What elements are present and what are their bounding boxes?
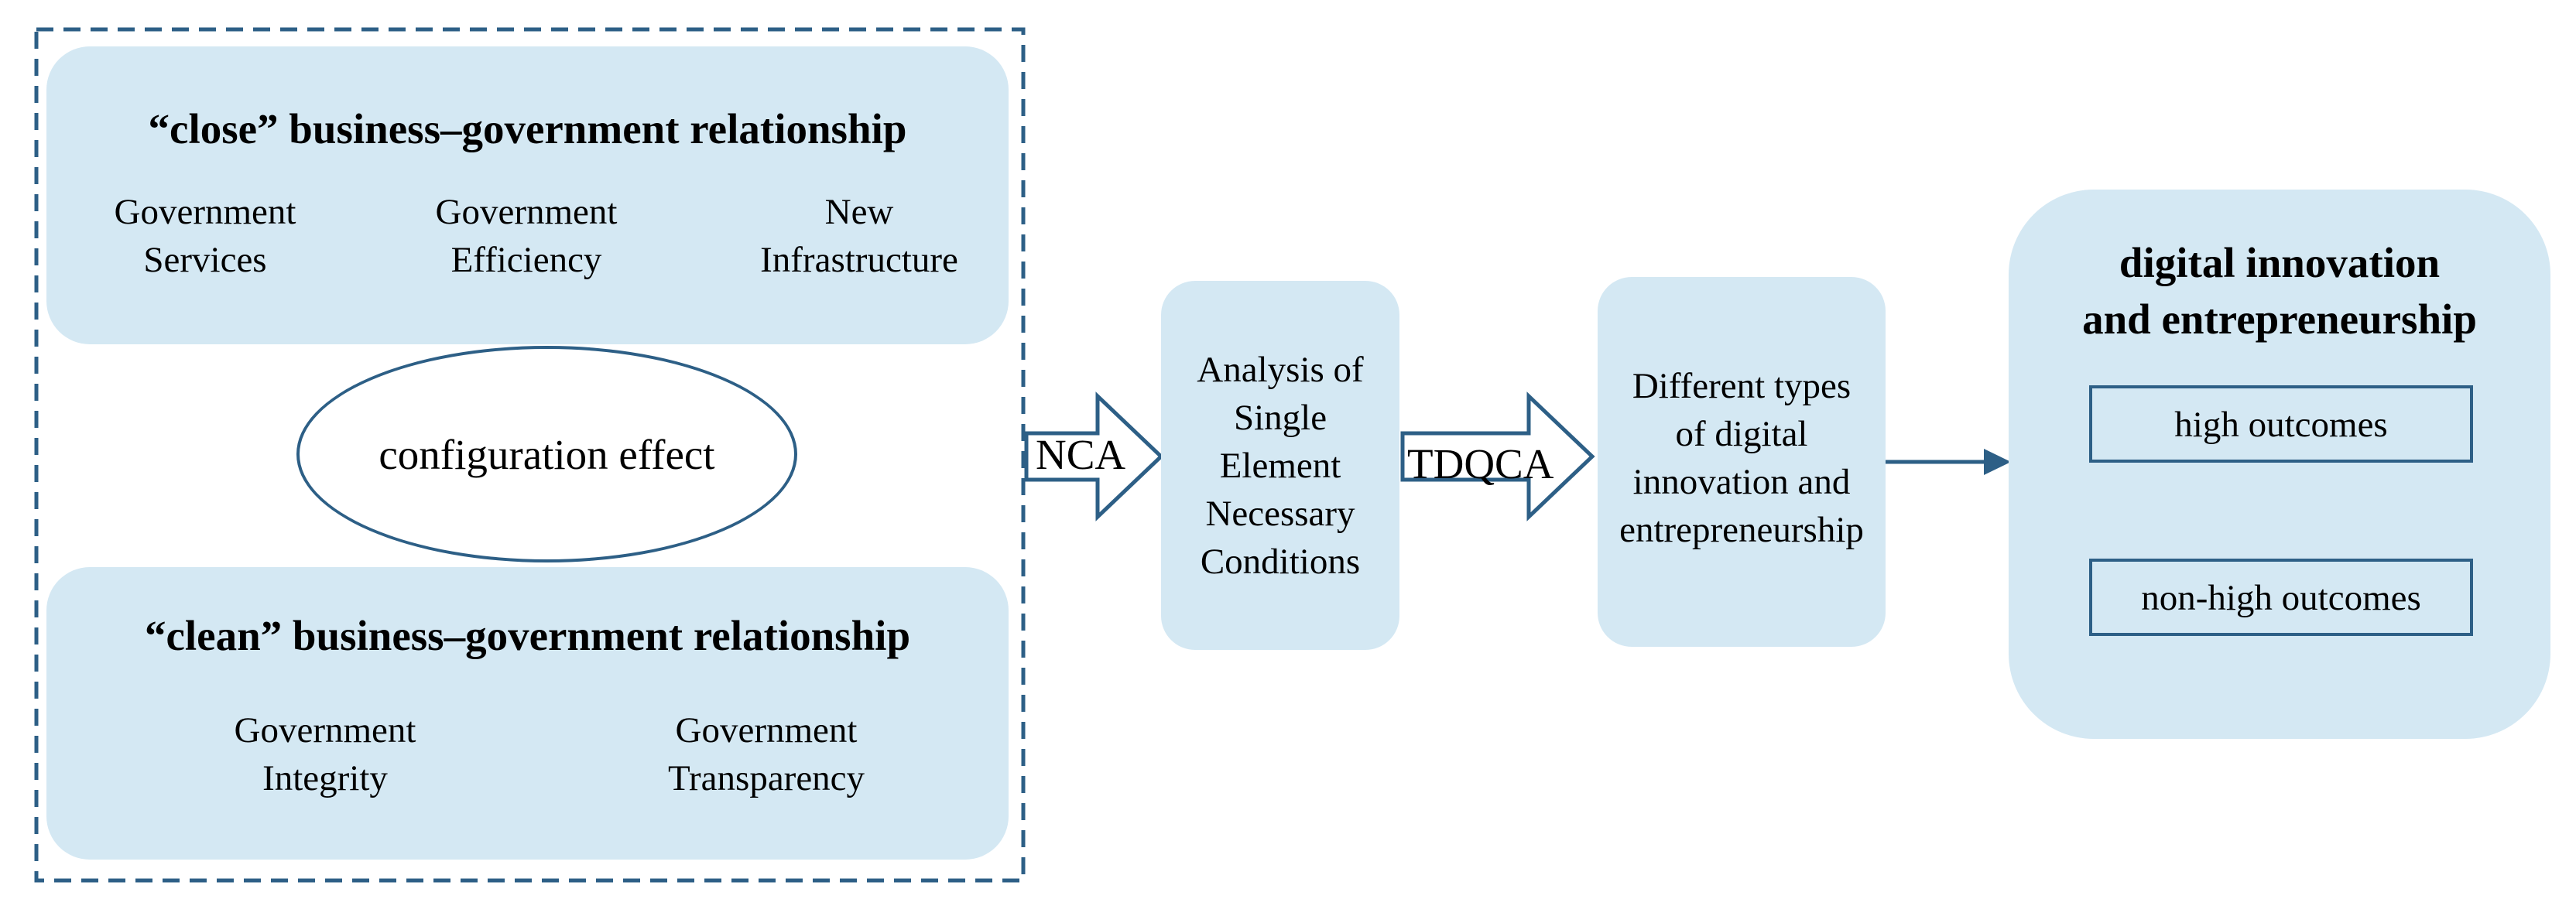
clean-relationship-box: “clean” business–government relationship…	[46, 567, 1009, 860]
close-relationship-title: “close” business–government relationship	[148, 105, 907, 152]
high-outcomes-label: high outcomes	[2174, 405, 2388, 445]
non-high-outcomes-label: non-high outcomes	[2141, 578, 2421, 618]
nca-label: NCA	[1036, 431, 1126, 478]
factor-line: Government	[675, 710, 858, 750]
factor-line: Infrastructure	[760, 240, 958, 280]
clean-relationship-title: “clean” business–government relationship	[144, 612, 911, 659]
nca-line: Single	[1233, 398, 1327, 438]
tdqca-arrow	[1400, 391, 1595, 521]
nca-line: Necessary	[1205, 494, 1355, 534]
types-text: Different types of digital innovation an…	[1598, 362, 1886, 554]
types-line: Different types	[1632, 366, 1852, 406]
high-outcomes-box: high outcomes	[2089, 385, 2473, 463]
types-line: entrepreneurship	[1619, 510, 1864, 550]
factor-line: Integrity	[262, 758, 388, 798]
factor-line: Efficiency	[450, 240, 602, 280]
factor-new-infrastructure: New Infrastructure	[728, 188, 991, 284]
configuration-effect-label: configuration effect	[379, 431, 715, 478]
outcome-title-line-1: digital innovation	[2119, 239, 2441, 286]
factor-line: Government	[234, 710, 416, 750]
factor-government-efficiency: Government Efficiency	[418, 188, 635, 284]
types-line: innovation and	[1632, 462, 1851, 502]
configuration-effect-ellipse: configuration effect	[296, 346, 797, 562]
factor-line: Services	[143, 240, 267, 280]
dashed-group-frame	[34, 27, 1026, 883]
nca-analysis-text: Analysis of Single Element Necessary Con…	[1161, 346, 1399, 586]
types-box: Different types of digital innovation an…	[1598, 277, 1886, 647]
factor-government-services: Government Services	[97, 188, 313, 284]
outcome-box: digital innovation and entrepreneurship …	[2009, 190, 2550, 739]
factor-line: Government	[435, 192, 618, 232]
outcome-title-line-2: and entrepreneurship	[2082, 296, 2477, 343]
nca-line: Conditions	[1200, 542, 1361, 582]
factor-line: New	[824, 192, 894, 232]
factor-government-integrity: Government Integrity	[209, 706, 441, 802]
types-line: of digital	[1675, 414, 1808, 454]
close-relationship-box: “close” business–government relationship…	[46, 46, 1009, 344]
factor-line: Transparency	[667, 758, 865, 798]
nca-arrow	[1024, 391, 1164, 521]
nca-line: Element	[1219, 446, 1341, 486]
non-high-outcomes-box: non-high outcomes	[2089, 559, 2473, 636]
tdqca-label: TDQCA	[1407, 440, 1554, 487]
factor-line: Government	[114, 192, 296, 232]
factor-government-transparency: Government Transparency	[642, 706, 890, 802]
nca-analysis-box: Analysis of Single Element Necessary Con…	[1161, 281, 1399, 650]
outcome-arrow-head	[1984, 449, 2011, 475]
nca-line: Analysis of	[1197, 350, 1364, 390]
